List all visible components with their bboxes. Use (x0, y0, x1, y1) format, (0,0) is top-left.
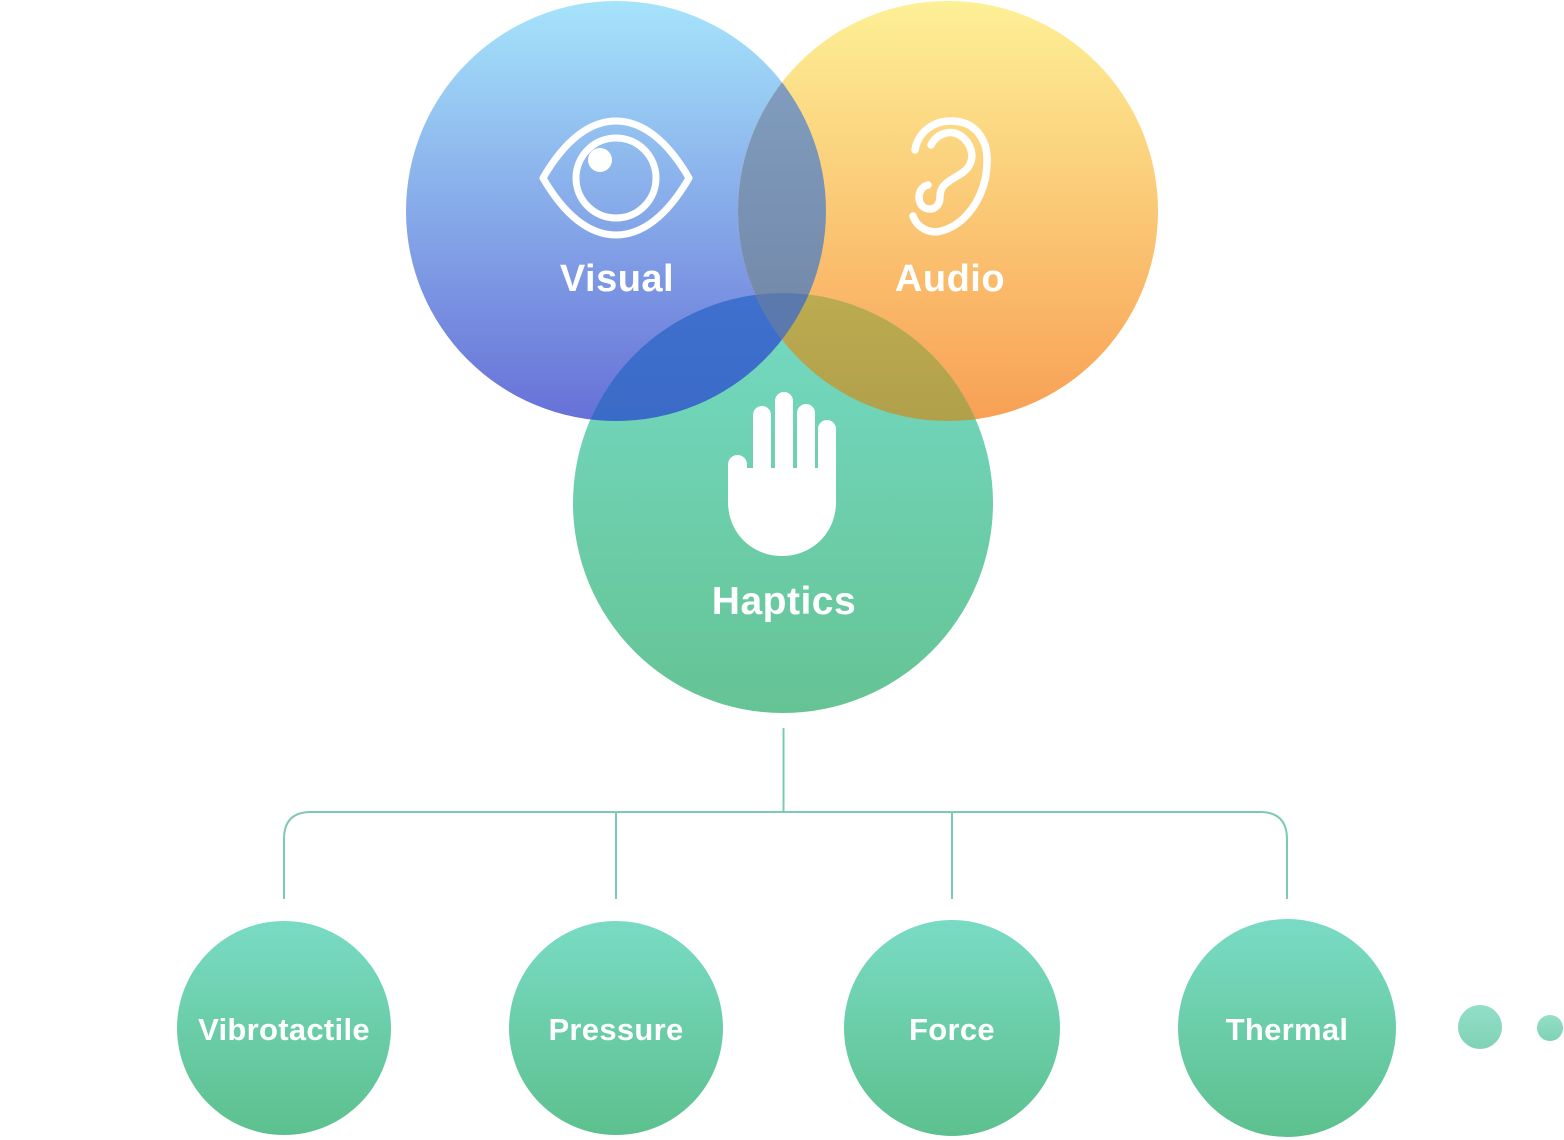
haptics-label: Haptics (712, 580, 856, 623)
tree-connector-lines (283, 728, 1288, 899)
thermal-label: Thermal (1226, 1012, 1349, 1047)
pressure-label: Pressure (548, 1012, 683, 1047)
force-label: Force (909, 1012, 995, 1047)
hand-icon (728, 392, 836, 556)
visual-label: Visual (560, 258, 674, 300)
child-node-thermal: Thermal (1178, 919, 1396, 1137)
eye-icon (539, 117, 693, 239)
vibrotactile-circle (177, 921, 391, 1135)
visual-haptics-overlap (573, 293, 826, 421)
child-node-force: Force (844, 920, 1060, 1136)
audio-label: Audio (895, 258, 1005, 300)
thermal-circle (1178, 919, 1396, 1137)
ear-icon (909, 117, 991, 236)
more-dot-large (1458, 1005, 1502, 1049)
force-circle (844, 920, 1060, 1136)
connector-rail (283, 811, 1288, 899)
pressure-circle (509, 921, 723, 1135)
more-dot-small (1537, 1015, 1563, 1041)
vibrotactile-label: Vibrotactile (198, 1012, 370, 1047)
child-node-vibrotactile: Vibrotactile (177, 921, 391, 1135)
audio-haptics-overlap (738, 293, 993, 421)
child-node-pressure: Pressure (509, 921, 723, 1135)
